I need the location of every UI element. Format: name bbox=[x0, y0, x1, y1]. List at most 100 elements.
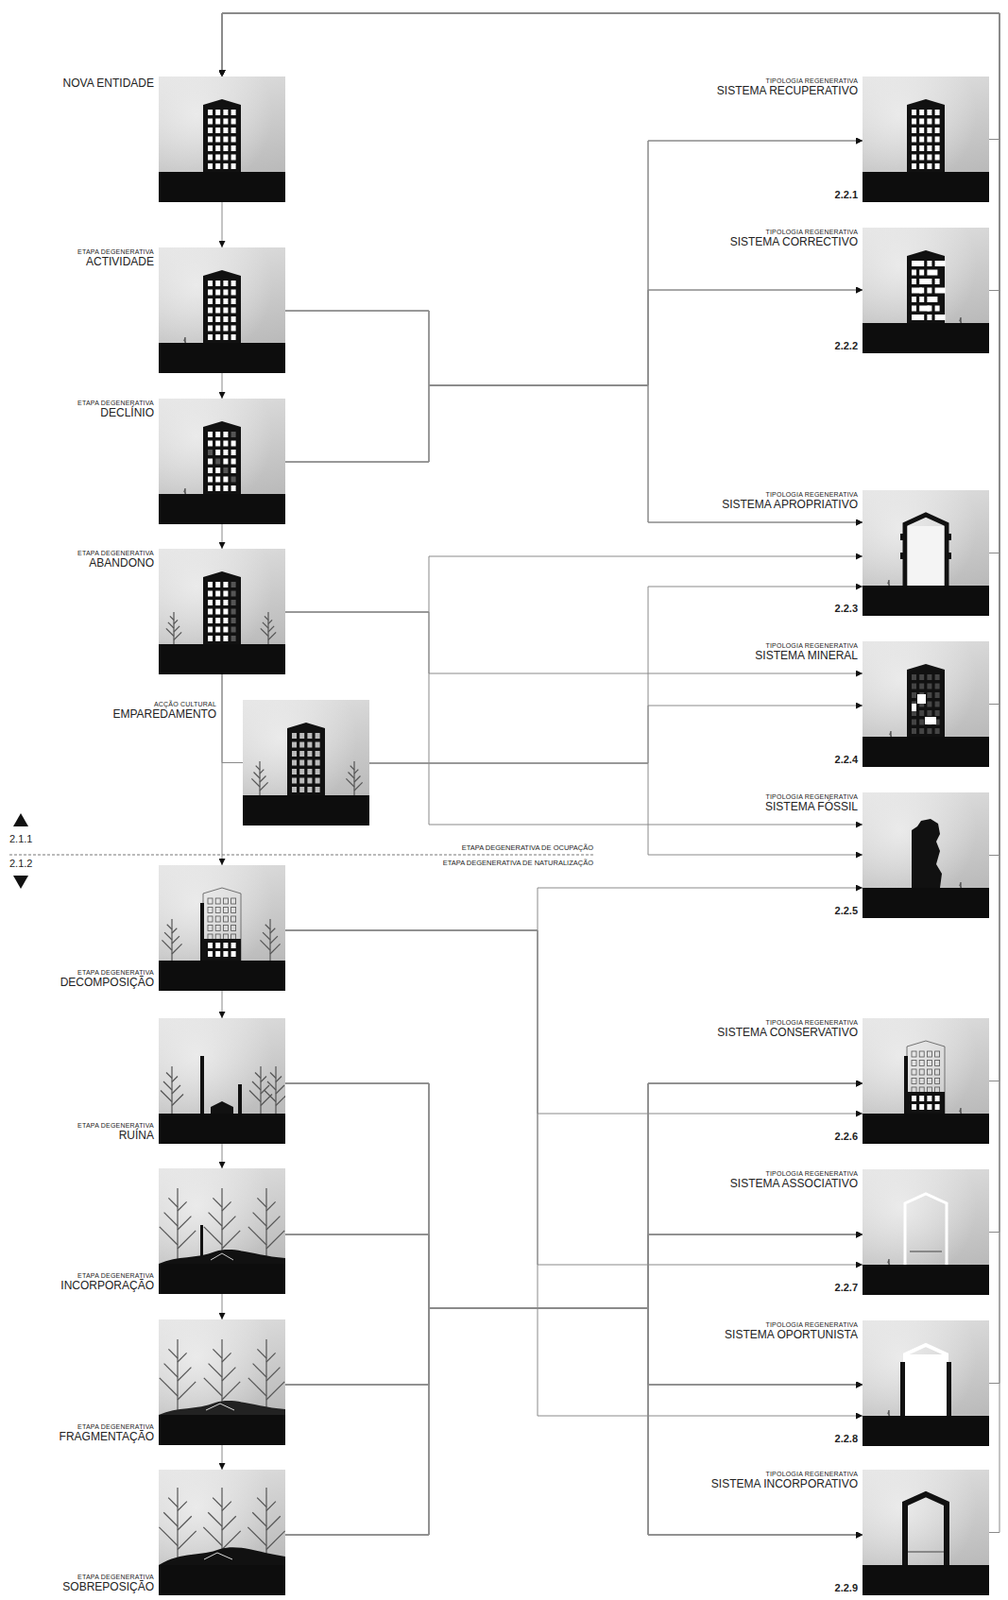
flow-connector bbox=[285, 310, 863, 523]
image-box: TIPOLOGIA REGENERATIVASISTEMA OPORTUNIST… bbox=[862, 1320, 990, 1447]
stage-name: EMPAREDAMENTO bbox=[112, 708, 217, 722]
flow-connector bbox=[285, 1083, 863, 1309]
typology-heading: TIPOLOGIA REGENERATIVA bbox=[717, 77, 858, 86]
stage-illustration bbox=[862, 76, 990, 203]
flow-connector bbox=[285, 612, 863, 825]
flow-connector bbox=[222, 674, 243, 764]
flow-connector bbox=[285, 1234, 863, 1385]
stage-label: ETAPA DEGENERATIVAACTIVIDADE bbox=[77, 248, 154, 270]
stage-illustration bbox=[158, 1168, 286, 1295]
callout-number: 2.2.5 bbox=[835, 905, 858, 918]
stage-name: ACTIVIDADE bbox=[77, 256, 154, 270]
typology-heading: TIPOLOGIA REGENERATIVA bbox=[724, 1321, 858, 1330]
flow-connector bbox=[285, 1083, 863, 1309]
callout-number: 2.2.1 bbox=[835, 188, 858, 202]
stage-label: NOVA ENTIDADE bbox=[63, 77, 154, 91]
stage-heading: ETAPA DEGENERATIVA bbox=[77, 1122, 154, 1130]
dashed-divider bbox=[9, 854, 594, 856]
image-box: TIPOLOGIA REGENERATIVASISTEMA CONSERVATI… bbox=[862, 1018, 990, 1145]
stage-label: ETAPA DEGENERATIVAFRAGMENTAÇÃO bbox=[59, 1423, 154, 1445]
image-box: ETAPA DEGENERATIVAACTIVIDADE bbox=[158, 247, 286, 374]
typology-name: SISTEMA OPORTUNISTA bbox=[724, 1329, 858, 1343]
flow-connector bbox=[222, 13, 1000, 856]
stage-label: TIPOLOGIA REGENERATIVASISTEMA APROPRIATI… bbox=[721, 491, 858, 513]
stage-label: TIPOLOGIA REGENERATIVASISTEMA CORRECTIVO bbox=[730, 228, 858, 250]
flow-connector bbox=[369, 705, 863, 764]
flow-connector bbox=[285, 140, 863, 386]
flow-connector bbox=[222, 373, 223, 399]
image-box: TIPOLOGIA REGENERATIVASISTEMA FÓSSIL2.2.… bbox=[862, 792, 990, 919]
flow-connector bbox=[369, 586, 863, 764]
flow-connector bbox=[285, 930, 863, 1114]
callout-number: 2.2.6 bbox=[835, 1130, 858, 1144]
image-box: ETAPA DEGENERATIVASOBREPOSIÇÃO bbox=[158, 1469, 286, 1596]
stage-illustration bbox=[862, 227, 990, 354]
section-label: ETAPA DEGENERATIVA DE OCUPAÇÃO bbox=[461, 843, 594, 853]
flow-connector bbox=[285, 1083, 863, 1536]
flow-connector bbox=[222, 13, 1000, 554]
stage-name: FRAGMENTAÇÃO bbox=[59, 1431, 154, 1445]
up-triangle bbox=[13, 813, 29, 827]
image-box: ETAPA DEGENERATIVAABANDONO bbox=[158, 548, 286, 675]
stage-illustration bbox=[862, 490, 990, 616]
flow-connector bbox=[222, 202, 223, 248]
stage-illustration bbox=[158, 398, 286, 525]
flow-connector bbox=[285, 930, 863, 1417]
stage-label: TIPOLOGIA REGENERATIVASISTEMA MINERAL bbox=[754, 642, 858, 664]
callout-number: 2.2.9 bbox=[835, 1582, 858, 1595]
typology-name: SISTEMA FÓSSIL bbox=[765, 801, 858, 815]
typology-heading: TIPOLOGIA REGENERATIVA bbox=[717, 1019, 858, 1027]
stage-label: ETAPA DEGENERATIVASOBREPOSIÇÃO bbox=[62, 1573, 154, 1595]
callout-number: 2.2.4 bbox=[835, 753, 858, 767]
flow-connector bbox=[285, 1234, 863, 1385]
stage-label: ETAPA DEGENERATIVADECOMPOSIÇÃO bbox=[60, 969, 154, 991]
down-triangle bbox=[13, 875, 29, 889]
stage-label: TIPOLOGIA REGENERATIVASISTEMA FÓSSIL bbox=[765, 793, 858, 815]
typology-name: SISTEMA APROPRIATIVO bbox=[721, 498, 858, 513]
stage-label: TIPOLOGIA REGENERATIVASISTEMA OPORTUNIST… bbox=[724, 1321, 858, 1343]
stage-heading: ETAPA DEGENERATIVA bbox=[77, 248, 154, 257]
image-box: ETAPA DEGENERATIVAFRAGMENTAÇÃO bbox=[158, 1319, 286, 1446]
image-box: TIPOLOGIA REGENERATIVASISTEMA RECUPERATI… bbox=[862, 76, 990, 203]
section-label: ETAPA DEGENERATIVA DE NATURALIZAÇÃO bbox=[443, 858, 594, 868]
flow-connector bbox=[285, 556, 863, 613]
callout-number: 2.2.1 bbox=[835, 188, 858, 202]
stage-name: DECLÍNIO bbox=[77, 407, 154, 421]
flow-connector bbox=[285, 1234, 863, 1536]
image-box: TIPOLOGIA REGENERATIVASISTEMA APROPRIATI… bbox=[862, 490, 990, 616]
stage-illustration bbox=[862, 1320, 990, 1447]
flow-connector bbox=[222, 990, 223, 1019]
callout-number: 2.2.2 bbox=[835, 340, 858, 353]
stage-illustration bbox=[158, 548, 286, 675]
callout-number: 2.2.5 bbox=[835, 905, 858, 918]
stage-label: TIPOLOGIA REGENERATIVASISTEMA RECUPERATI… bbox=[717, 77, 858, 99]
stage-illustration bbox=[158, 76, 286, 203]
callout-number: 2.2.8 bbox=[835, 1433, 858, 1446]
flow-connector bbox=[285, 290, 863, 462]
image-box: ACÇÃO CULTURALEMPAREDAMENTO bbox=[242, 700, 370, 826]
stage-label: TIPOLOGIA REGENERATIVASISTEMA INCORPORAT… bbox=[711, 1470, 858, 1492]
typology-name: SISTEMA CORRECTIVO bbox=[730, 236, 858, 250]
stage-name: ABANDONO bbox=[77, 557, 154, 571]
flow-connector bbox=[285, 1308, 863, 1536]
flow-connector bbox=[222, 524, 223, 549]
callout-number: 2.2.8 bbox=[835, 1433, 858, 1446]
flow-connector bbox=[285, 1308, 863, 1536]
flow-connector bbox=[285, 385, 863, 523]
flow-connector bbox=[222, 1294, 223, 1320]
image-box: ETAPA DEGENERATIVADECLÍNIO bbox=[158, 398, 286, 525]
flow-connector bbox=[222, 13, 1000, 705]
stage-heading: ETAPA DEGENERATIVA bbox=[77, 399, 154, 408]
image-box: ETAPA DEGENERATIVADECOMPOSIÇÃO bbox=[158, 865, 286, 991]
typology-heading: TIPOLOGIA REGENERATIVA bbox=[730, 228, 858, 237]
stage-name: NOVA ENTIDADE bbox=[63, 77, 154, 91]
flow-connector bbox=[285, 612, 863, 674]
flow-connector bbox=[285, 1083, 863, 1536]
stage-label: TIPOLOGIA REGENERATIVASISTEMA CONSERVATI… bbox=[717, 1019, 858, 1041]
stage-illustration bbox=[158, 1018, 286, 1145]
callout-number: 2.2.3 bbox=[835, 602, 858, 616]
typology-name: SISTEMA ASSOCIATIVO bbox=[730, 1178, 858, 1192]
stage-illustration bbox=[862, 792, 990, 919]
callout-number: 2.2.2 bbox=[835, 340, 858, 353]
flow-connector bbox=[285, 888, 863, 931]
